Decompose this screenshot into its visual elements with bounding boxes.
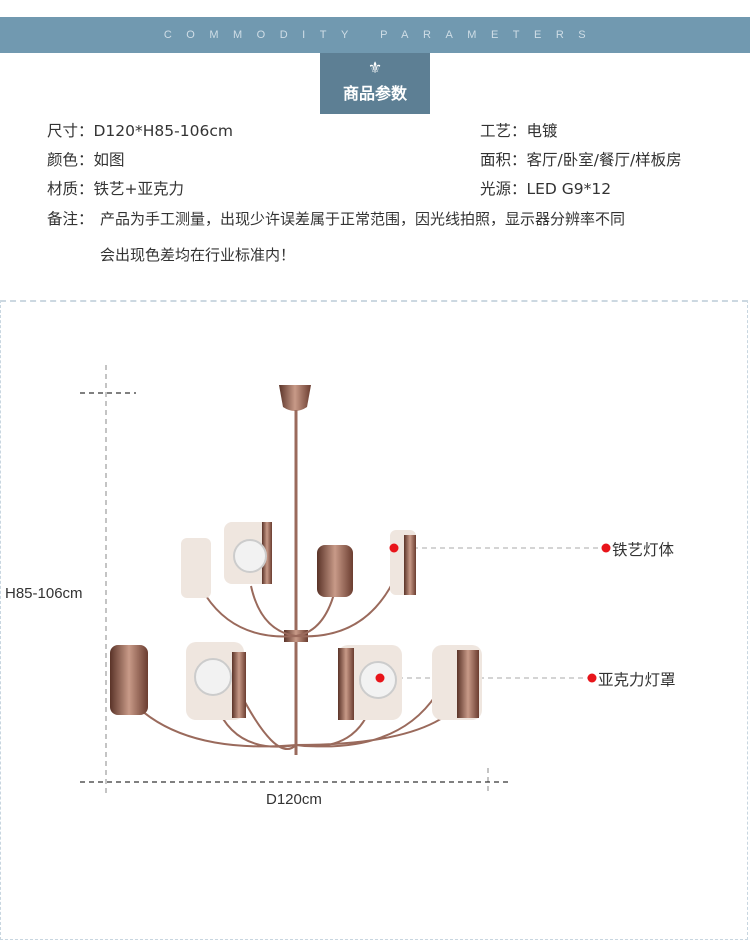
param-light: 光源：LED G9*12 <box>480 180 612 198</box>
callout-dots <box>375 543 611 683</box>
param-material: 材质：铁艺+亚克力 <box>47 180 184 198</box>
banner: COMMODITY PARAMETERS <box>0 17 750 53</box>
section-title: 商品参数 <box>342 84 407 103</box>
param-note-label: 备注： <box>47 210 94 228</box>
param-note-line1: 产品为手工测量，出现少许误差属于正常范围，因光线拍照，显示器分辨率不同 <box>100 210 626 228</box>
param-area: 面积：客厅/卧室/餐厅/样板房 <box>480 151 682 169</box>
chandelier <box>110 385 482 755</box>
param-size: 尺寸：D120*H85-106cm <box>47 122 233 140</box>
chandelier-diagram <box>80 365 611 795</box>
width-dimension-label: D120cm <box>266 791 322 808</box>
section-title-box: ⚜ 商品参数 <box>320 53 430 114</box>
param-color: 颜色：如图 <box>47 151 125 169</box>
param-note-line2: 会出现色差均在行业标准内！ <box>100 246 296 264</box>
param-craft: 工艺：电镀 <box>480 122 558 140</box>
fleur-de-lis-icon: ⚜ <box>367 58 383 77</box>
height-dimension-label: H85-106cm <box>5 585 83 602</box>
dimension-lines <box>80 365 606 795</box>
callout-acrylic-shade: 亚克力灯罩 <box>598 671 676 689</box>
callout-lamp-body: 铁艺灯体 <box>612 541 675 559</box>
